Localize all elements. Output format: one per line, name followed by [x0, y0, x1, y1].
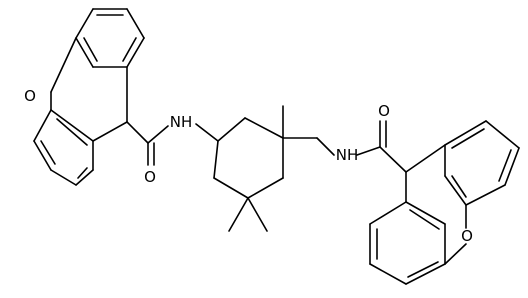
- amine-nh-left: NH: [170, 113, 193, 131]
- amide-left: [126, 121, 169, 166]
- methylene-amide-right: [282, 120, 407, 173]
- ring-oxygen-bottom: O: [461, 227, 473, 245]
- carbonyl-oxygen-left: O: [144, 168, 156, 186]
- ring-oxygen-top: O: [24, 87, 36, 105]
- methyl-groups: [228, 105, 284, 232]
- xanthene-left: [33, 8, 145, 186]
- amine-nh-right: NH: [336, 146, 359, 164]
- xanthene-right: [369, 120, 520, 285]
- cyclohexane-ring: [195, 117, 284, 199]
- carbonyl-oxygen-right: O: [378, 102, 390, 120]
